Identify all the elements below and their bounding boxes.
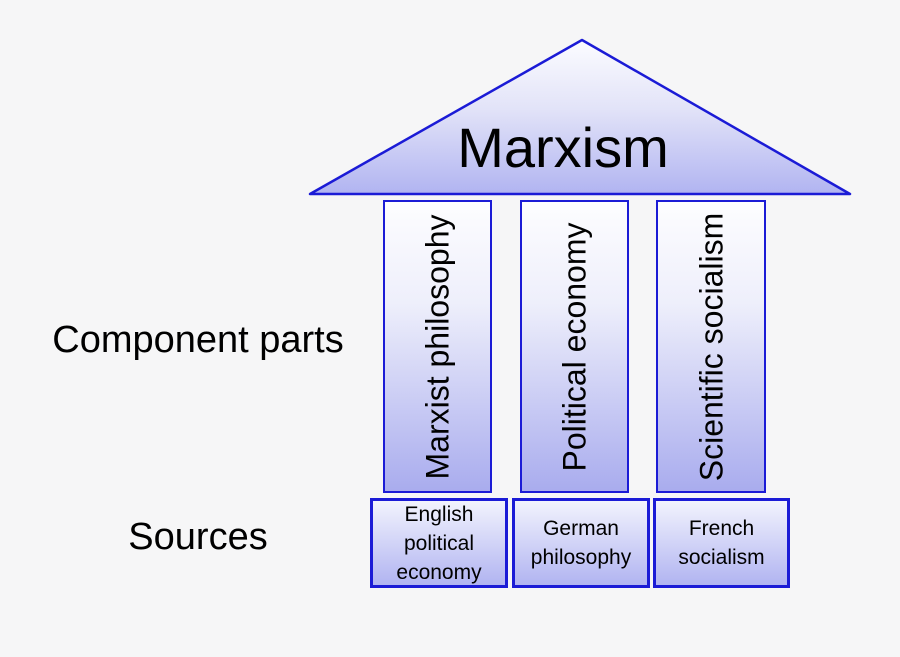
pillar-label: Political economy [556, 222, 593, 471]
source-label: German philosophy [530, 517, 632, 569]
source-label: French socialism [678, 517, 765, 569]
roof-label: Marxism [457, 116, 669, 179]
roof-triangle-shape [308, 38, 852, 196]
sources-label: Sources [128, 516, 268, 558]
component-parts-label: Component parts [52, 319, 344, 361]
source-box-english-political-economy: English political economy [370, 498, 508, 588]
source-box-french-socialism: French socialism [653, 498, 790, 588]
pillar-label: Marxist philosophy [419, 214, 456, 479]
source-box-german-philosophy: German philosophy [512, 498, 650, 588]
pillar-political-economy: Political economy [520, 200, 629, 493]
source-label: English political economy [396, 502, 482, 584]
pillar-marxist-philosophy: Marxist philosophy [383, 200, 492, 493]
pillar-scientific-socialism: Scientific socialism [656, 200, 766, 493]
pillar-label: Scientific socialism [693, 212, 730, 481]
